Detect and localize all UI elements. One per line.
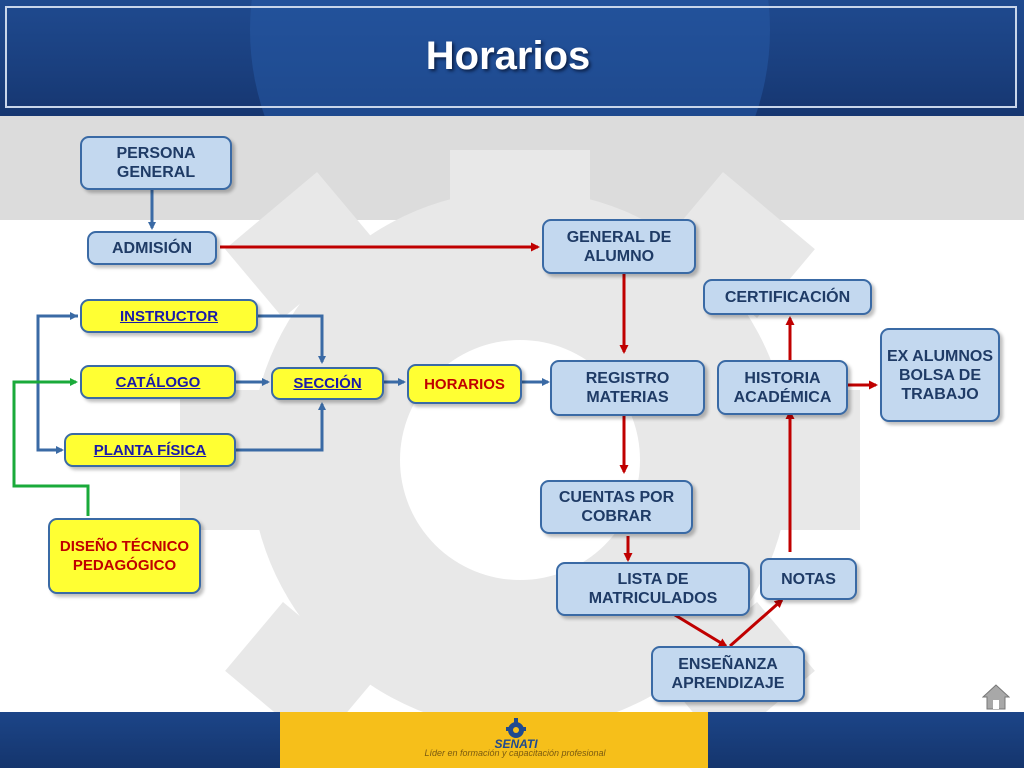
header-gear-decoration bbox=[250, 0, 770, 116]
box-ex-alumnos[interactable]: EX ALUMNOS BOLSA DE TRABAJO bbox=[880, 328, 1000, 422]
box-diseno-tecnico[interactable]: DISEÑO TÉCNICO PEDAGÓGICO bbox=[48, 518, 201, 594]
box-certificacion[interactable]: CERTIFICACIÓN bbox=[703, 279, 872, 315]
box-notas[interactable]: NOTAS bbox=[760, 558, 857, 600]
footer-slogan: Líder en formación y capacitación profes… bbox=[424, 748, 606, 758]
box-seccion[interactable]: SECCIÓN bbox=[271, 367, 384, 400]
home-icon[interactable] bbox=[982, 684, 1010, 710]
box-cuentas-cobrar[interactable]: CUENTAS POR COBRAR bbox=[540, 480, 693, 534]
box-ensenanza-aprendizaje[interactable]: ENSEÑANZA APRENDIZAJE bbox=[651, 646, 805, 702]
box-lista-matriculados[interactable]: LISTA DE MATRICULADOS bbox=[556, 562, 750, 616]
arrow-left-bracket bbox=[36, 314, 78, 454]
gear-background-decoration bbox=[180, 150, 860, 730]
page-title: Horarios bbox=[425, 34, 591, 78]
logo-text: SENATI bbox=[494, 737, 538, 750]
footer-logo-tab bbox=[280, 712, 708, 768]
box-registro-materias[interactable]: REGISTRO MATERIAS bbox=[550, 360, 705, 416]
box-planta-fisica[interactable]: PLANTA FÍSICA bbox=[64, 433, 236, 467]
box-admision[interactable]: ADMISIÓN bbox=[87, 231, 217, 265]
header-banner: Horarios bbox=[0, 0, 1024, 116]
box-general-alumno[interactable]: GENERAL DE ALUMNO bbox=[542, 219, 696, 274]
header-frame bbox=[5, 6, 1017, 108]
box-catalogo[interactable]: CATÁLOGO bbox=[80, 365, 236, 399]
box-instructor[interactable]: INSTRUCTOR bbox=[80, 299, 258, 333]
senati-gear-logo: SENATI bbox=[494, 718, 538, 750]
box-persona-general[interactable]: PERSONA GENERAL bbox=[80, 136, 232, 190]
box-historia-academica[interactable]: HISTORIA ACADÉMICA bbox=[717, 360, 848, 415]
box-horarios[interactable]: HORARIOS bbox=[407, 364, 522, 404]
